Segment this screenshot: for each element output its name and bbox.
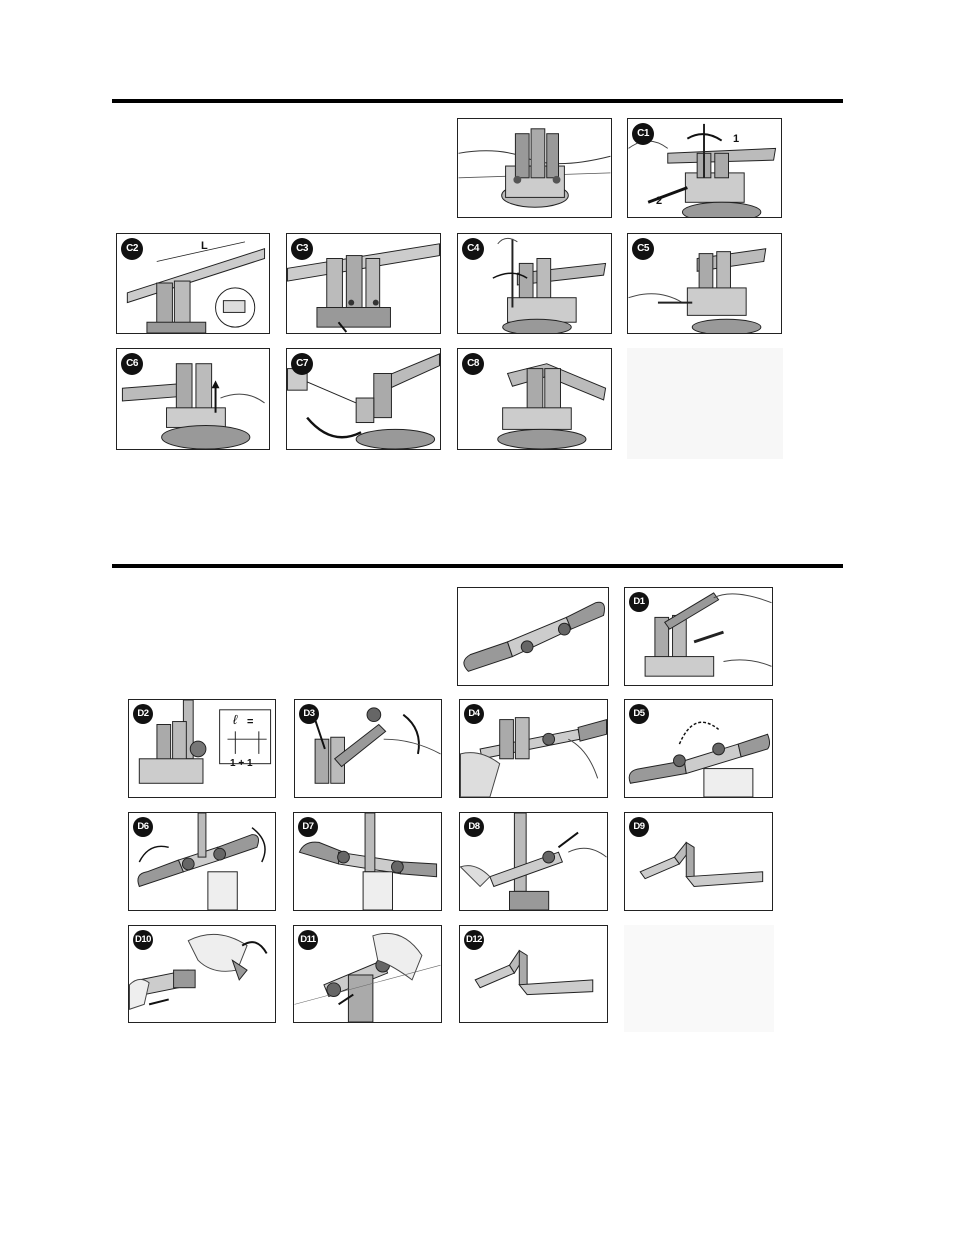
mount-lever-illustration (644, 592, 772, 677)
figure-d5: D5 (624, 699, 773, 798)
figure-d4-badge: D4 (464, 704, 484, 724)
figure-c1-step-2: 2 (656, 195, 663, 207)
figure-c5: C5 (627, 233, 782, 334)
figure-d7-badge: D7 (298, 817, 318, 837)
figure-d6: D6 (128, 812, 276, 911)
figure-d1-badge: D1 (629, 592, 649, 612)
lift-pin-illustration (121, 363, 265, 449)
section-d-rule (112, 564, 843, 568)
figure-d4: D4 (459, 699, 608, 798)
figure-c4-badge: C4 (462, 238, 484, 260)
figure-c8: C8 (457, 348, 612, 450)
blank-area-c (627, 348, 783, 459)
bender-handle-rotate-illustration (628, 123, 777, 217)
figure-c2-badge: C2 (121, 238, 143, 260)
blank-area-d (624, 925, 774, 1032)
figure-c1-badge: C1 (632, 123, 654, 145)
measure-offset-illustration (138, 700, 272, 784)
offset-bent-bar-illustration (639, 841, 764, 887)
insert-flat-bar-illustration (287, 243, 440, 333)
figure-c7-badge: C7 (291, 353, 313, 375)
figure-d10-badge: D10 (133, 930, 153, 950)
hands-bending-illustration (129, 933, 268, 1010)
figure-c1: C1 1 2 (627, 118, 782, 218)
bent-bar-result-illustration (497, 363, 607, 449)
figure-d10: D10 (128, 925, 276, 1023)
figure-d8-badge: D8 (464, 817, 484, 837)
figure-c2-length-label: L (201, 240, 208, 252)
figure-d2-badge: D2 (133, 704, 153, 724)
figure-d7: D7 (293, 812, 442, 911)
figure-d9-badge: D9 (629, 817, 649, 837)
figure-d2-equals: = (247, 716, 254, 728)
figure-d2: D2 ℓ = 1 + 1 (128, 699, 276, 798)
figure-c0 (457, 118, 612, 218)
figure-d12-badge: D12 (464, 930, 484, 950)
figure-d3: D3 (294, 699, 442, 798)
figure-c8-badge: C8 (462, 353, 484, 375)
figure-c3: C3 (286, 233, 441, 334)
figure-d11-badge: D11 (298, 930, 318, 950)
figure-d2-offset: 1 + 1 (230, 758, 253, 769)
pull-lever-illustration (314, 707, 441, 784)
measure-length-illustration (126, 241, 266, 333)
figure-d12: D12 (459, 925, 608, 1023)
bending-lever-tool-illustration (463, 601, 606, 672)
figure-d1: D1 (624, 587, 773, 686)
release-lever-illustration (460, 813, 607, 910)
figure-c6-badge: C6 (121, 353, 143, 375)
figure-d11: D11 (293, 925, 442, 1023)
figure-d2-ell: ℓ (233, 712, 238, 727)
figure-c2: C2 L (116, 233, 270, 334)
section-c-rule (112, 99, 843, 103)
figure-d3-badge: D3 (299, 704, 319, 724)
figure-d0 (457, 587, 609, 686)
figure-d9: D9 (624, 812, 773, 911)
bend-bar-illustration (287, 353, 440, 449)
figure-c1-step-1: 1 (733, 133, 740, 145)
figure-c5-badge: C5 (632, 238, 654, 260)
figure-c3-badge: C3 (291, 238, 313, 260)
figure-d8: D8 (459, 812, 608, 911)
lever-aligned-illustration (298, 813, 438, 910)
figure-d6-badge: D6 (133, 817, 153, 837)
figure-c4: C4 (457, 233, 612, 334)
figure-c7: C7 (286, 348, 441, 450)
tighten-screw-illustration (492, 237, 607, 333)
bender-on-table-illustration (458, 128, 611, 208)
figure-c6: C6 (116, 348, 270, 450)
swap-lever-illustration (628, 721, 771, 797)
finished-offset-bar-illustration (474, 949, 594, 996)
figure-d5-badge: D5 (629, 704, 649, 724)
rotate-lever-illustration (137, 813, 266, 910)
clamp-detail-illustration (294, 932, 441, 1022)
adjust-block-illustration (628, 248, 767, 333)
grip-lever-illustration (460, 717, 607, 797)
